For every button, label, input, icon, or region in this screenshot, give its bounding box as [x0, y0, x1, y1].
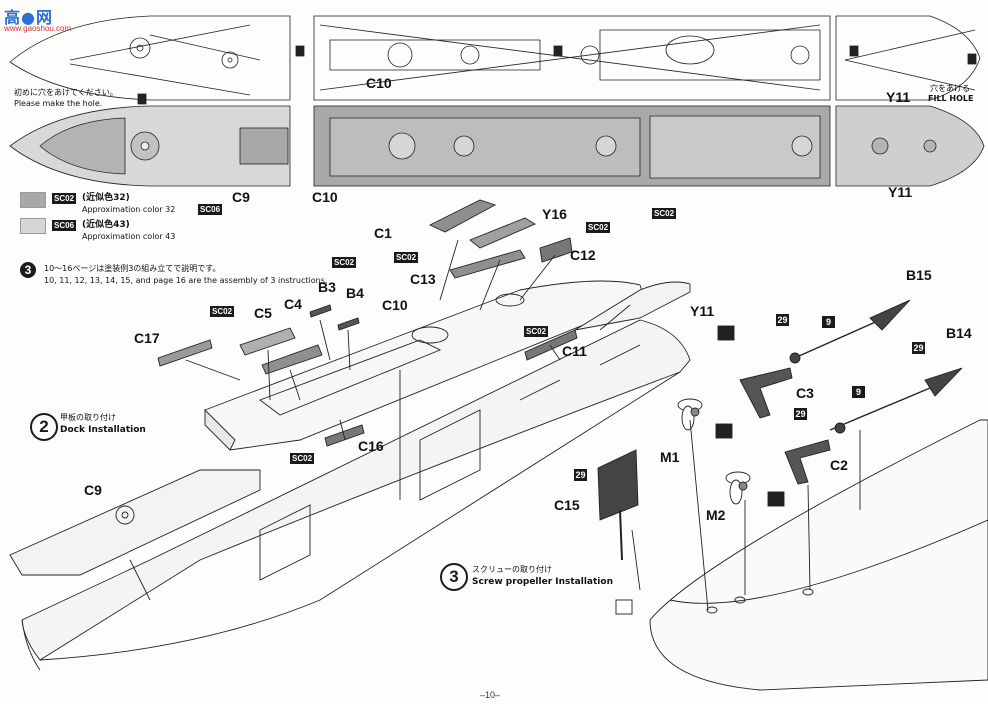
label-c10-top: C10: [366, 75, 392, 91]
legend-jp-sc02: (近似色32): [82, 193, 130, 203]
label-c15: C15: [554, 497, 580, 513]
y11-part: [574, 281, 691, 331]
c13-part: [449, 249, 526, 279]
label-c4: C4: [284, 296, 302, 312]
m1-propeller: [677, 398, 703, 431]
legend-tag-sc06: SC06: [52, 220, 77, 231]
paint-tag: SC02: [394, 252, 419, 263]
c16-part: [324, 424, 365, 447]
c12-part: [539, 237, 573, 263]
c17-part: [157, 339, 213, 367]
paint-number: 29: [574, 469, 587, 481]
step-2-number: 2: [30, 413, 58, 441]
c2-part: [784, 439, 831, 485]
label-y11-top: Y11: [886, 89, 911, 105]
paint-number: 29: [776, 314, 789, 326]
paint-number: 29: [794, 408, 807, 420]
step-2-jp: 甲板の取り付け: [60, 413, 116, 422]
label-c16: C16: [358, 438, 384, 454]
label-m1: M1: [660, 449, 680, 465]
y11-top-deck-outline: [835, 15, 981, 101]
step-note-en: 10, 11, 12, 13, 14, 15, and page 16 are …: [44, 276, 328, 285]
paint-tag: SC02: [652, 208, 677, 219]
label-b15: B15: [906, 267, 932, 283]
fill-hole-jp: 穴をあける: [930, 84, 970, 93]
label-b3: B3: [318, 279, 336, 295]
paint-number: 9: [822, 316, 835, 328]
legend-en-sc02: Approximation color 32: [82, 205, 176, 214]
c11-part: [524, 329, 578, 361]
label-c13: C13: [410, 271, 436, 287]
label-m2: M2: [706, 507, 726, 523]
c9-part: [9, 469, 261, 576]
label-c9-asm: C9: [84, 482, 102, 498]
label-c2: C2: [830, 457, 848, 473]
hole-note-jp: 初めに穴をあけてください。: [14, 88, 118, 97]
label-c17: C17: [134, 330, 160, 346]
paint-tag: SC02: [210, 306, 235, 317]
c9-top-deck-outline: [9, 15, 291, 101]
paint-tag: SC02: [332, 257, 357, 268]
y11-painted-deck: [835, 105, 985, 187]
step-2-en: Dock Installation: [60, 425, 146, 435]
c5-part: [239, 327, 296, 356]
step-note-number: 3: [20, 262, 36, 278]
fill-hole-en: FILL HOLE: [928, 94, 974, 103]
b4-part: [337, 317, 360, 331]
page-number: –10–: [480, 690, 501, 700]
step-3-en: Screw propeller Installation: [472, 577, 613, 587]
c1-part: [428, 199, 497, 233]
c4-part: [261, 344, 323, 375]
paint-tag: SC06: [198, 204, 223, 215]
paint-tag: SC02: [290, 453, 315, 464]
site-logo: 高●网: [4, 8, 53, 27]
b15-part: [869, 299, 911, 331]
label-y11-mid: Y11: [888, 184, 913, 200]
label-b14: B14: [946, 325, 972, 341]
step-note-jp: 10〜16ページは塗装例3の組み立てで説明です。: [44, 264, 221, 273]
stern-hull: [649, 419, 988, 691]
label-c5: C5: [254, 305, 272, 321]
label-c3: C3: [796, 385, 814, 401]
b14-part: [924, 367, 963, 397]
legend-tag-sc02: SC02: [52, 193, 77, 204]
label-c9-mid: C9: [232, 189, 250, 205]
y16-part: [469, 217, 536, 249]
shaft-b15: [789, 319, 881, 361]
c15-rudder: [597, 449, 639, 521]
step-3-jp: スクリューの取り付け: [472, 565, 552, 574]
label-c10-asm: C10: [382, 297, 408, 313]
step-3-number: 3: [440, 563, 468, 591]
shaft-b14: [829, 387, 931, 431]
paint-tag: SC02: [586, 222, 611, 233]
hole-note-en: Please make the hole.: [14, 99, 103, 108]
label-c10-mid: C10: [312, 189, 338, 205]
legend-swatch-sc06: [20, 218, 46, 234]
label-c1: C1: [374, 225, 392, 241]
legend-jp-sc06: (近似色43): [82, 220, 130, 230]
legend-en-sc06: Approximation color 43: [82, 232, 176, 241]
site-url: www.gaoshou.com: [4, 24, 72, 33]
paint-tag: SC02: [524, 326, 549, 337]
m2-propeller: [725, 471, 751, 505]
label-y16: Y16: [542, 206, 567, 222]
b3-part: [309, 304, 332, 318]
label-c12: C12: [570, 247, 596, 263]
label-b4: B4: [346, 285, 364, 301]
label-y11-asm: Y11: [690, 303, 715, 319]
paint-number: 9: [852, 386, 865, 398]
label-c11: C11: [562, 343, 587, 359]
paint-number: 29: [912, 342, 925, 354]
legend-swatch-sc02: [20, 192, 46, 208]
main-hull: [21, 319, 691, 661]
c3-part: [739, 367, 793, 419]
c10-top-deck-outline: [313, 15, 831, 101]
